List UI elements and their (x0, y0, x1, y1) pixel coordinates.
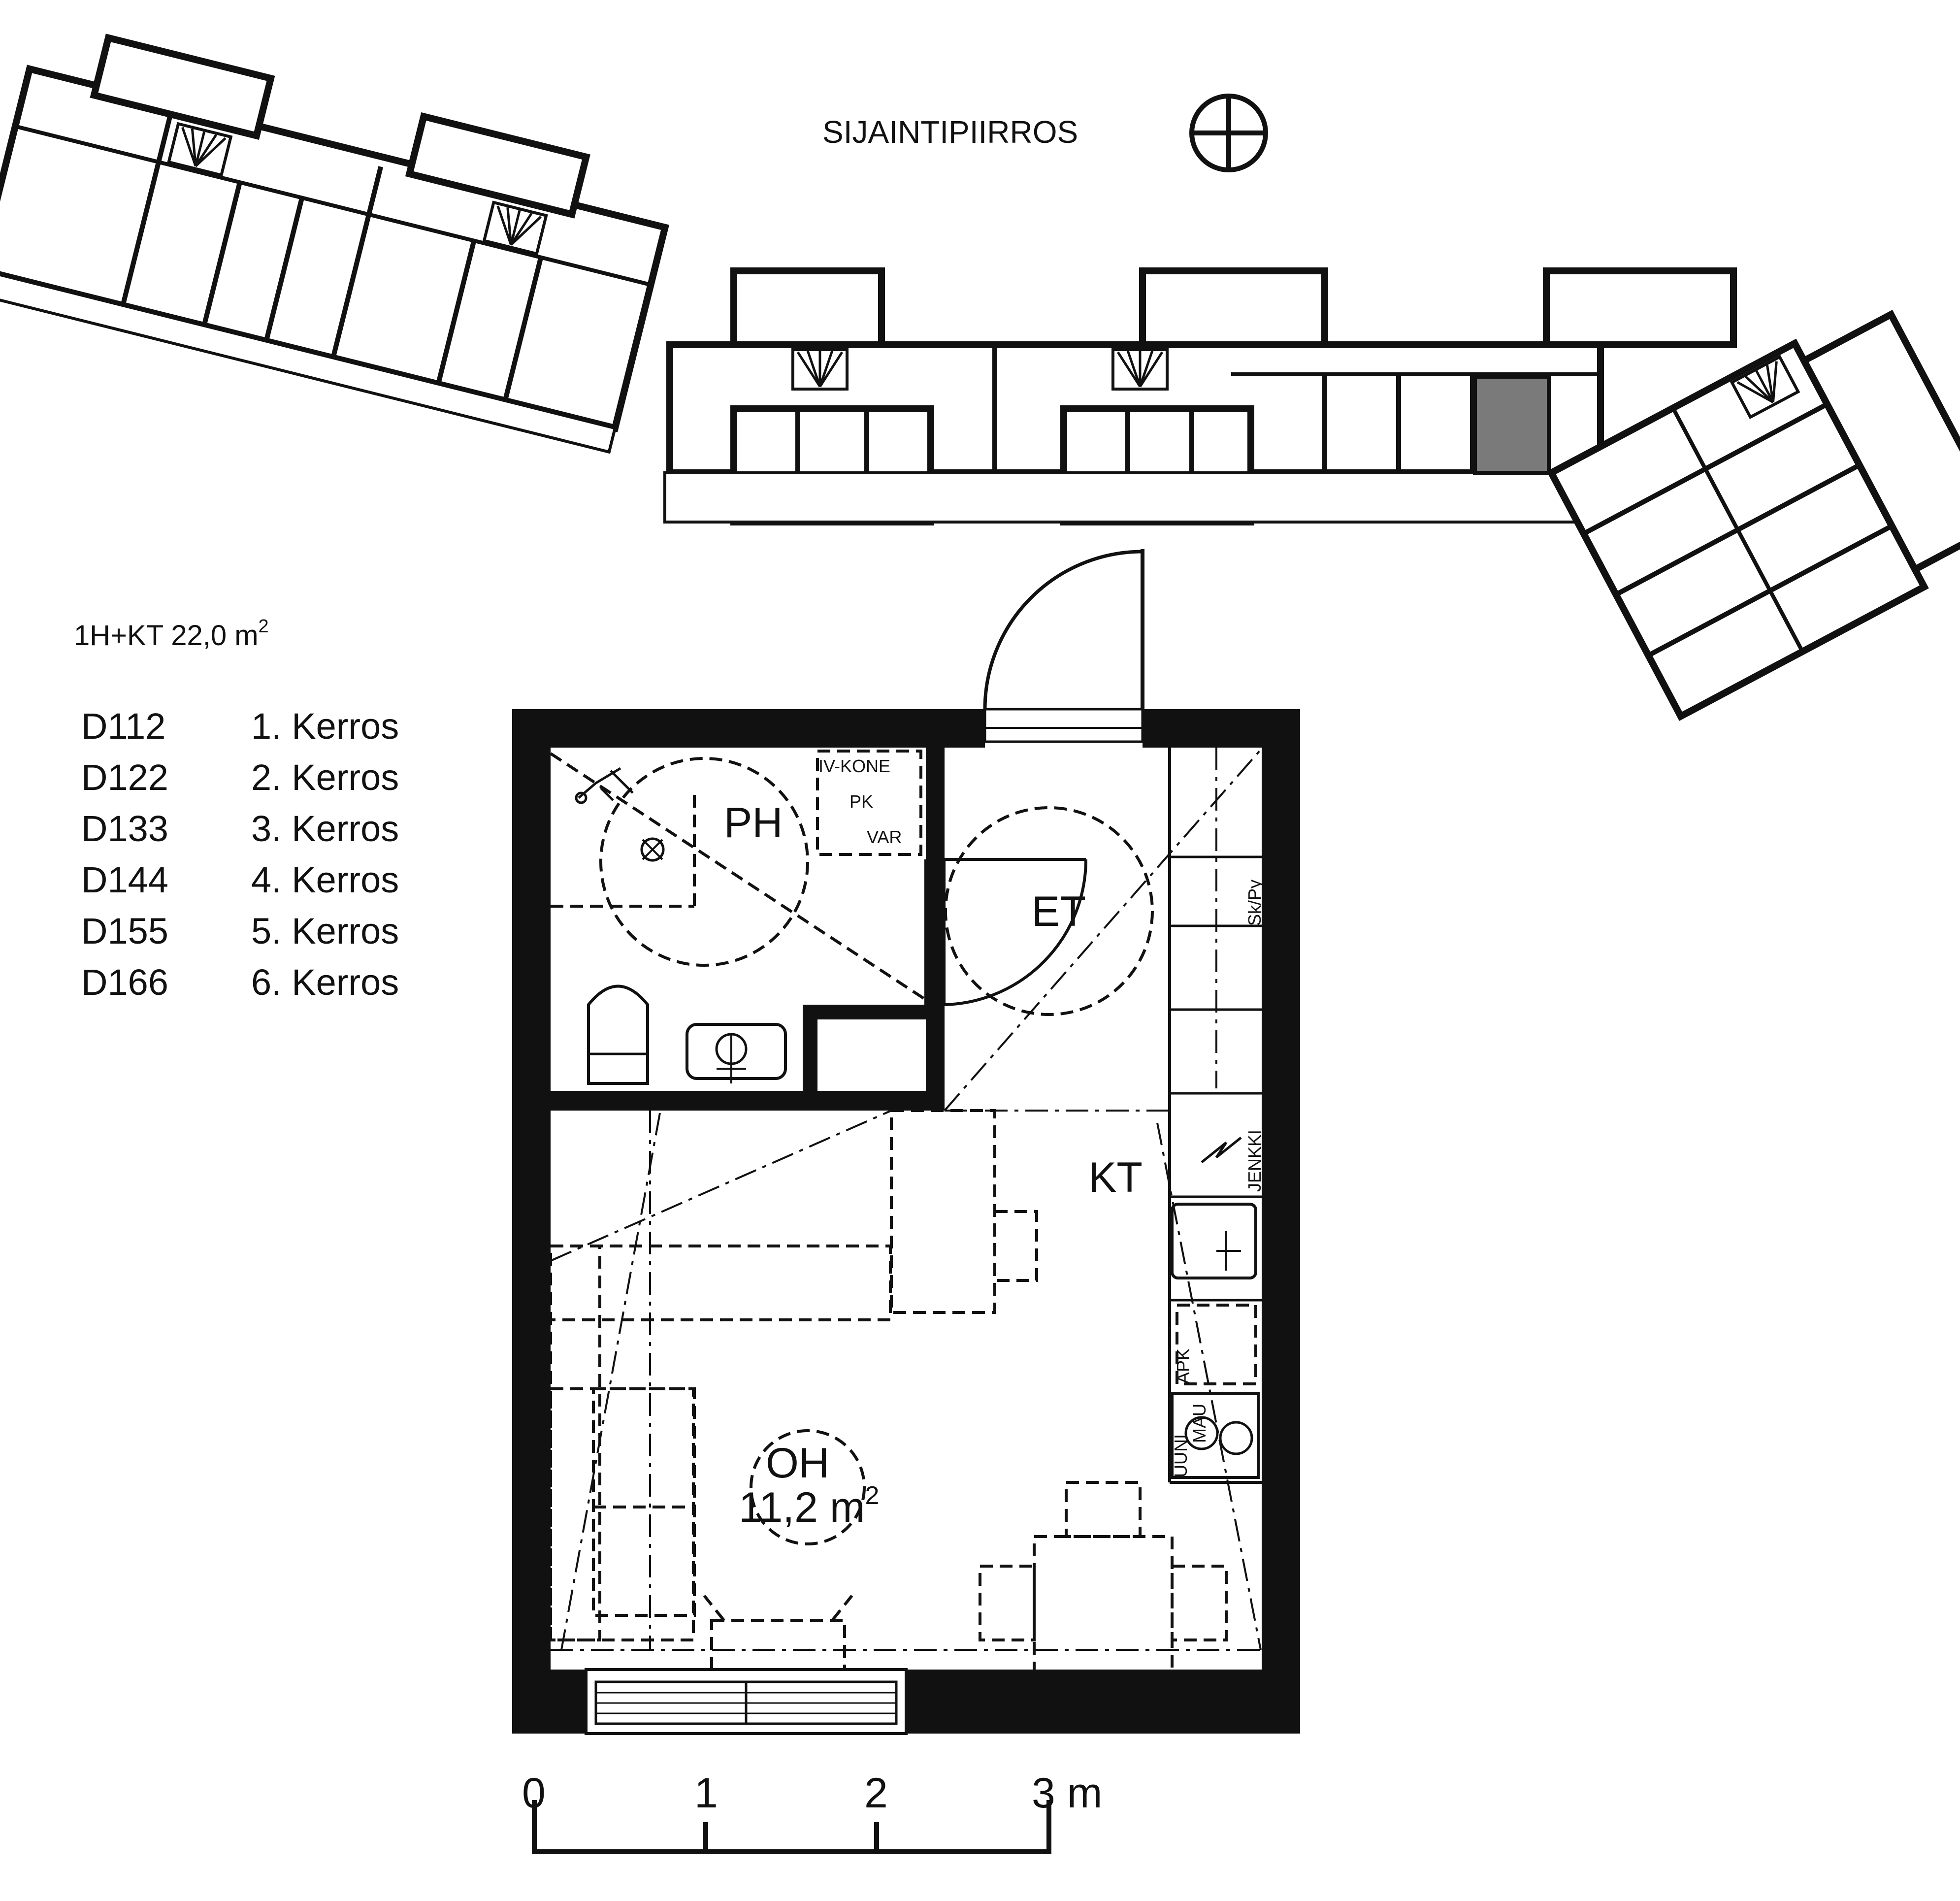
unit-floor: 4. Kerros (251, 859, 399, 900)
stair-icon (167, 122, 233, 177)
pk-label: PK (849, 791, 873, 812)
tv-bench (710, 1619, 846, 1671)
room-area-oh: 11,2 m (739, 1484, 865, 1531)
toilet-icon (587, 984, 649, 1085)
unit-code: D144 (81, 859, 168, 900)
apartment-plan: IV-KONE PK VAR Sk/Py JENKKI APK (512, 549, 1300, 1735)
north-arrow-icon (1189, 94, 1268, 172)
balcony-window (585, 1668, 908, 1735)
apartment-area-unit-sup: 2 (259, 616, 269, 637)
kitchen-sink-icon (1171, 1203, 1257, 1279)
unit-floor: 1. Kerros (251, 706, 399, 747)
scale-tick-label: 3 m (1032, 1770, 1102, 1817)
svg-text:11,2 m2: 11,2 m2 (739, 1481, 879, 1531)
ventilation-zone (750, 1429, 866, 1545)
unit-code: D122 (81, 757, 168, 798)
outer-walls (512, 709, 1300, 1734)
scale-tick-label: 1 (694, 1770, 718, 1817)
unit-code: D166 (81, 962, 168, 1003)
stair-icon (482, 200, 548, 256)
jenkki-label: JENKKI (1244, 1130, 1265, 1192)
room-area-oh-sup: 2 (865, 1481, 880, 1510)
svg-text:1H+KT 22,0 m2: 1H+KT 22,0 m2 (74, 616, 269, 652)
furniture-outlines (549, 748, 1263, 1676)
sk-py-label: Sk/Py (1244, 880, 1265, 926)
stair-icon (1730, 355, 1800, 420)
apartment-info: 1H+KT 22,0 m2 D112 1. Kerros D122 2. Ker… (74, 616, 399, 1003)
fridge-icon (1201, 1137, 1242, 1163)
room-label-ph: PH (724, 799, 783, 847)
scale-bar: 0 1 2 3 m (522, 1770, 1102, 1854)
unit-code: D133 (81, 808, 168, 849)
kitchen-counter: Sk/Py JENKKI APK UUNI MAU (1168, 748, 1265, 1484)
unit-floor: 3. Kerros (251, 808, 399, 849)
entrance-door (983, 549, 1144, 743)
var-label: VAR (867, 827, 902, 847)
scale-tick-label: 0 (522, 1770, 546, 1817)
unit-floor: 5. Kerros (251, 911, 399, 951)
room-label-kt: KT (1088, 1154, 1143, 1201)
bed (549, 1387, 695, 1641)
unit-code: D155 (81, 911, 168, 951)
mau-label: MAU (1189, 1404, 1209, 1443)
unit-list: D112 1. Kerros D122 2. Kerros D133 3. Ke… (81, 706, 399, 1003)
unit-code: D112 (81, 706, 165, 747)
site-apartment-highlight (1473, 375, 1551, 475)
bathroom-fixtures: IV-KONE PK VAR (550, 750, 1154, 1085)
apk-label: APK (1173, 1348, 1193, 1384)
room-label-et: ET (1032, 888, 1086, 935)
site-building-west (0, 33, 669, 454)
site-plan-title: SIJAINTIPIIRROS (822, 114, 1078, 150)
unit-floor: 6. Kerros (251, 962, 399, 1003)
scale-tick-label: 2 (864, 1770, 888, 1817)
site-building-central (663, 267, 1737, 525)
room-label-oh: OH (766, 1440, 829, 1487)
iv-kone-label: IV-KONE (818, 756, 890, 776)
unit-floor: 2. Kerros (251, 757, 399, 798)
bathroom-door (924, 858, 1087, 1006)
uuni-label: UUNI (1171, 1434, 1191, 1477)
stair-icon (1111, 348, 1169, 391)
stair-icon (791, 348, 849, 391)
dining-chair (890, 1109, 996, 1314)
floor-drain-icon (640, 837, 665, 862)
dining-table (1033, 1535, 1174, 1676)
utility-closet (816, 750, 922, 856)
site-building-east (1546, 310, 1960, 721)
sink-icon (686, 1023, 787, 1083)
apartment-type-area: 1H+KT 22,0 m (74, 620, 259, 652)
interior-walls (551, 748, 945, 1111)
dishwasher (1176, 1304, 1257, 1385)
site-plan: SIJAINTIPIIRROS (0, 33, 1960, 721)
